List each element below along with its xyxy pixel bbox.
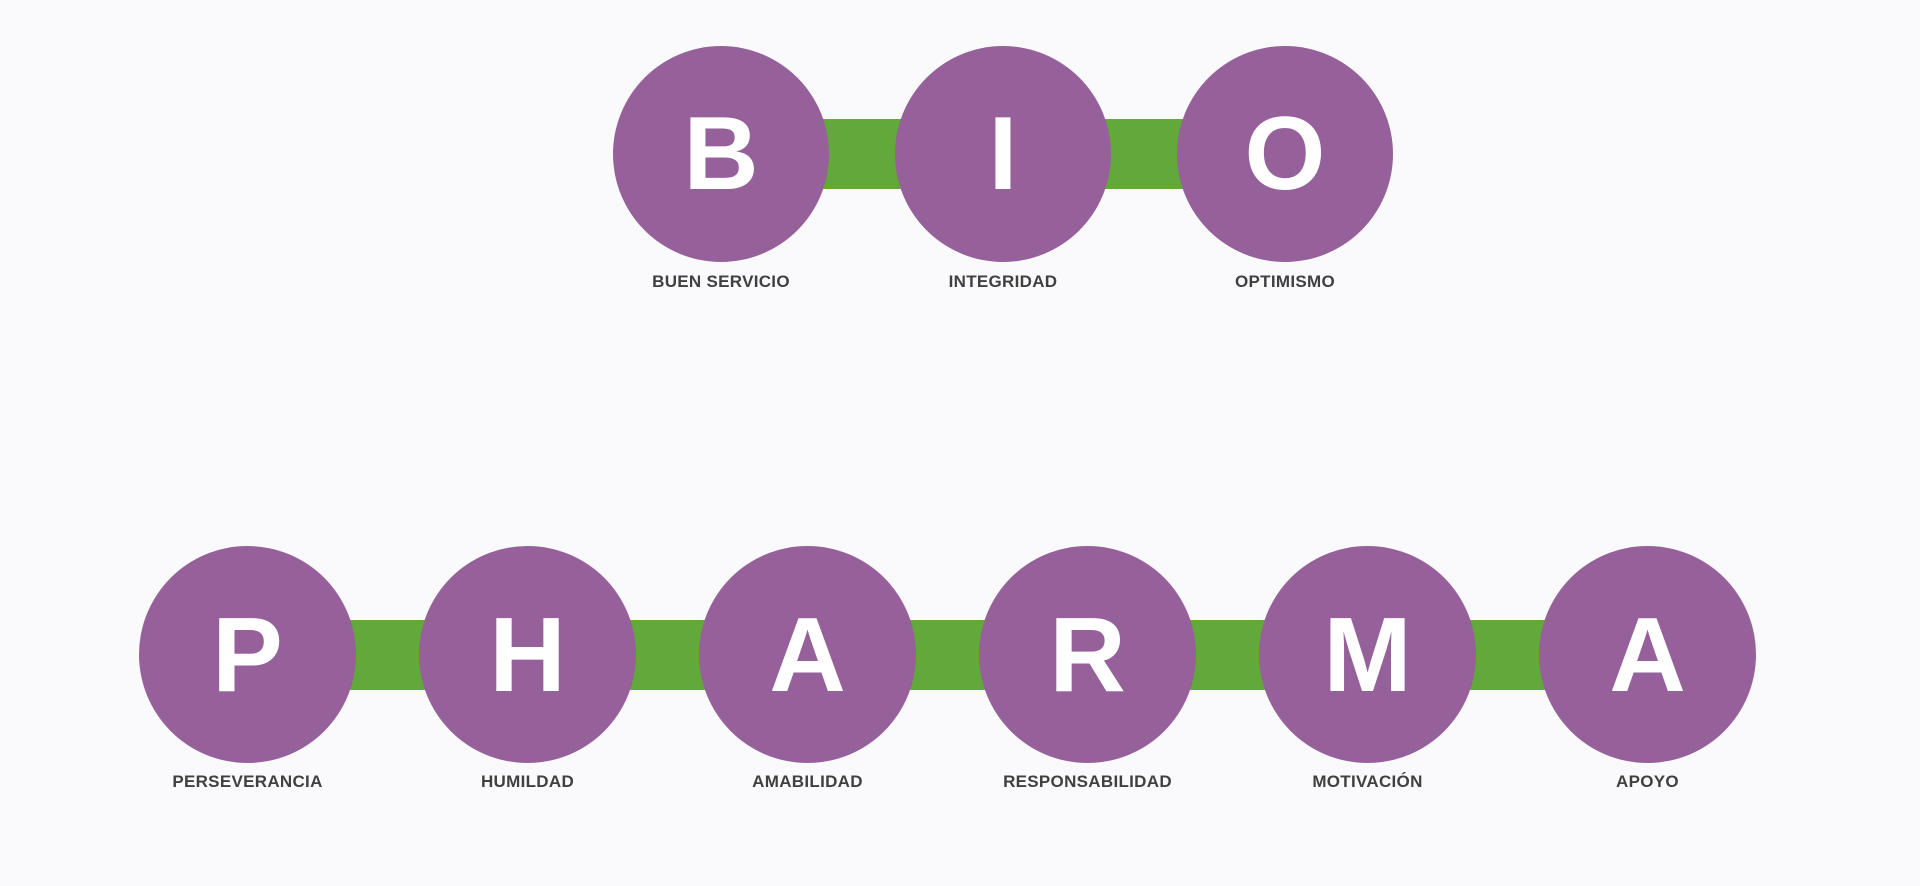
node-label: INTEGRIDAD: [948, 272, 1058, 291]
chain-track-bio: B BUEN SERVICIO I INTEGRIDAD O OPTIMISMO: [613, 0, 1393, 300]
node-letter: A: [769, 595, 846, 714]
node-letter: M: [1323, 595, 1412, 714]
node-circle-humildad[interactable]: H: [419, 546, 636, 763]
node-label: MOTIVACIÓN: [1312, 772, 1423, 791]
node-letter: P: [212, 595, 283, 714]
node-circle-perseverancia[interactable]: P: [139, 546, 356, 763]
node-circle-motivación[interactable]: M: [1259, 546, 1476, 763]
node-circle-buen-servicio[interactable]: B: [613, 46, 829, 262]
node-letter: H: [489, 595, 566, 714]
chain-track-pharma: P PERSEVERANCIA H HUMILDAD A AMABILIDAD R RESPO…: [139, 500, 1756, 840]
node-label: APOYO: [1616, 772, 1679, 791]
node-letter: O: [1244, 96, 1326, 212]
node-label: PERSEVERANCIA: [172, 772, 323, 791]
node-letter: B: [683, 96, 759, 212]
node-label: OPTIMISMO: [1235, 272, 1335, 291]
node-label: BUEN SERVICIO: [652, 272, 790, 291]
node-circle-apoyo[interactable]: A: [1539, 546, 1756, 763]
node-letter: R: [1049, 595, 1126, 714]
node-circle-responsabilidad[interactable]: R: [979, 546, 1196, 763]
chain-row-pharma: P PERSEVERANCIA H HUMILDAD A AMABILIDAD R RESPO…: [0, 500, 1920, 840]
chain-row-bio: B BUEN SERVICIO I INTEGRIDAD O OPTIMISMO: [0, 0, 1920, 300]
node-letter: I: [988, 96, 1018, 212]
node-label: RESPONSABILIDAD: [1003, 772, 1172, 791]
node-label: AMABILIDAD: [752, 772, 863, 791]
node-label: HUMILDAD: [480, 772, 575, 791]
node-letter: A: [1609, 595, 1686, 714]
node-circle-amabilidad[interactable]: A: [699, 546, 916, 763]
node-circle-integridad[interactable]: I: [895, 46, 1111, 262]
node-circle-optimismo[interactable]: O: [1177, 46, 1393, 262]
